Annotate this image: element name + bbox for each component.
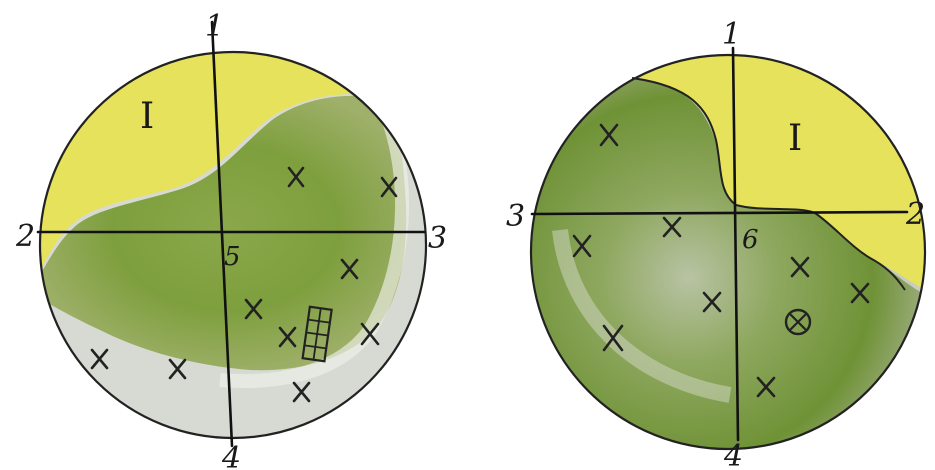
right-axis-label-right: 2	[905, 197, 925, 232]
left-axis-label-bottom: 4	[221, 441, 241, 470]
right-center-label: 6	[742, 225, 759, 255]
left-axis-label-left: 2	[15, 219, 35, 254]
right-zone-label: I	[788, 118, 802, 159]
right-axis-label-bottom: 4	[723, 439, 743, 470]
left-zone-label: I	[140, 96, 154, 137]
left-axis-label-right: 3	[428, 221, 447, 256]
left-fundus-diagram: 1 2 3 4 5 I	[15, 9, 447, 470]
right-axis-label-top: 1	[722, 17, 741, 52]
right-axis-label-left: 3	[506, 199, 525, 234]
left-axis-label-top: 1	[205, 9, 224, 44]
right-fundus-diagram: 1 3 2 4 6 I	[506, 17, 935, 470]
left-center-label: 5	[224, 242, 241, 272]
